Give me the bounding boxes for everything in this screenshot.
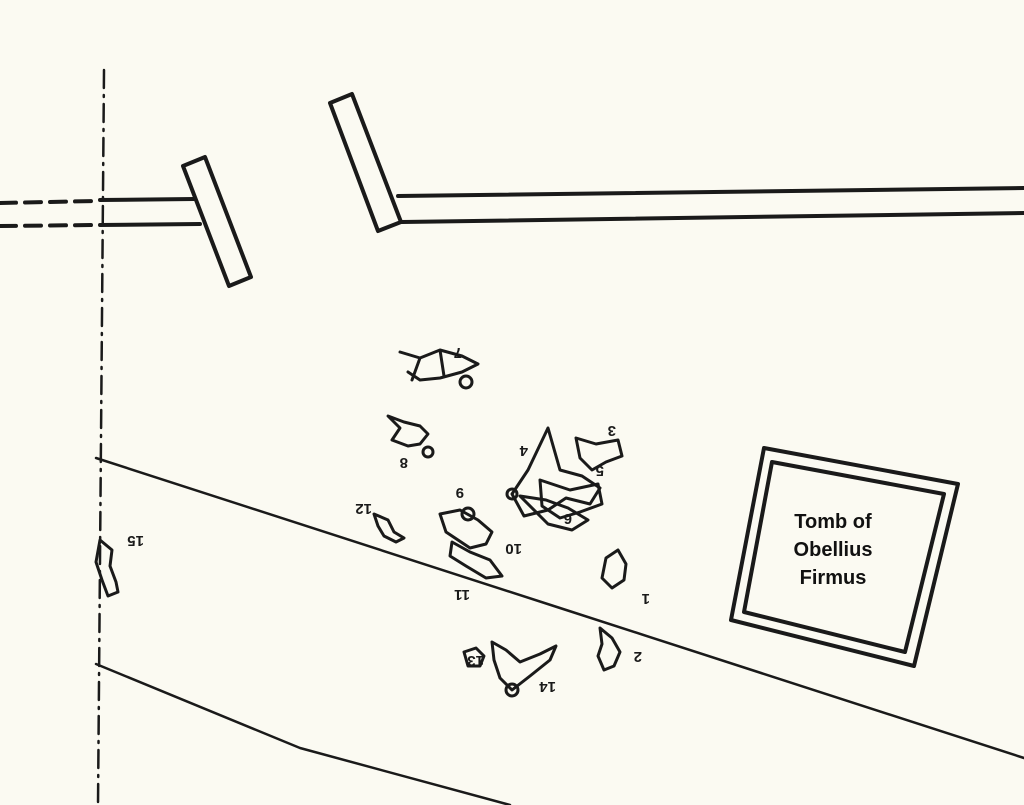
dash-dot-boundary-line [96, 68, 106, 805]
dashed-wall-line-lower [0, 223, 97, 228]
victim-figure-15 [94, 538, 120, 598]
victim-number-12: 12 [355, 500, 372, 517]
gate-pillar-left [181, 155, 253, 288]
victim-number-7: 7 [454, 344, 462, 361]
victim-figure-12 [372, 512, 406, 544]
victim-figure-2 [596, 626, 622, 672]
tomb-label-line-3: Firmus [799, 567, 867, 589]
wall-segment-left-lower [98, 222, 202, 227]
victim-number-2: 2 [634, 648, 642, 665]
victim-number-10: 10 [505, 540, 522, 557]
victim-number-4: 4 [519, 442, 528, 459]
victim-figure-cluster-3-4-5-6-9 [505, 426, 624, 532]
tomb-label-line-2: Obellius [793, 539, 873, 561]
victim-figure-cluster-10-11 [438, 506, 504, 580]
wall-segment-left-upper [98, 197, 196, 202]
tomb-outline-outer [729, 446, 960, 668]
tomb-label: Tomb of Obellius Firmus [768, 508, 898, 592]
victim-figure-7 [398, 348, 480, 390]
victim-number-5: 5 [596, 462, 604, 479]
victim-figure-8 [386, 414, 435, 459]
victim-figure-1 [600, 548, 628, 590]
victim-number-14: 14 [539, 678, 556, 695]
victim-number-3: 3 [608, 422, 616, 439]
tomb-outline-inner [742, 460, 946, 654]
victim-number-1: 1 [642, 590, 650, 607]
dashed-wall-line-upper [0, 199, 97, 205]
road-edge-upper [94, 456, 1024, 760]
victim-number-8: 8 [400, 454, 408, 471]
victim-number-6: 6 [564, 510, 572, 527]
victim-number-15: 15 [127, 532, 144, 549]
gate-pillar-right [328, 92, 403, 233]
road-edge-lower [94, 662, 512, 805]
tomb-label-line-1: Tomb of [794, 511, 872, 533]
victim-number-13: 13 [467, 652, 484, 669]
victim-figure-13 [462, 646, 486, 668]
victim-number-11: 11 [454, 586, 470, 603]
wall-segment-right-lower [400, 211, 1024, 224]
victim-figure-14 [490, 640, 558, 698]
victim-number-9: 9 [456, 484, 464, 501]
wall-segment-right-upper [396, 186, 1024, 198]
